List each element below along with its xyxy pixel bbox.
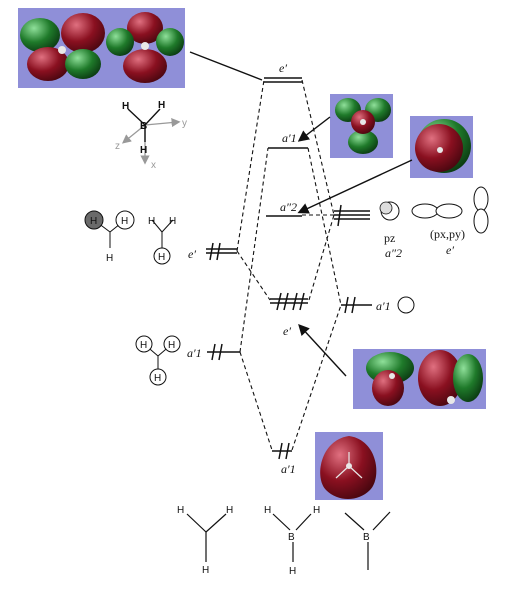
mo-levels xyxy=(264,77,308,460)
coordinate-axes: B H H H y z x xyxy=(115,100,187,171)
px-orbital-icon xyxy=(411,203,463,219)
left-fragment-levels xyxy=(206,242,240,361)
svg-text:H: H xyxy=(169,216,176,227)
left-label-e-prime: e′ xyxy=(188,247,196,261)
axis-label-x: x xyxy=(151,160,156,171)
svg-text:H: H xyxy=(264,505,271,516)
h3-salc-e-prime-1: H H H xyxy=(84,210,135,264)
svg-text:H: H xyxy=(158,100,165,111)
orbital-image-a1-prime-antibonding xyxy=(330,94,393,158)
svg-text:H: H xyxy=(289,566,296,577)
level-label-a2-double-prime: a″2 xyxy=(280,200,297,214)
axis-label-y: y xyxy=(182,118,187,129)
svg-text:H: H xyxy=(202,565,209,576)
svg-text:B: B xyxy=(140,121,147,132)
orbital-image-a1-prime-bonding xyxy=(315,432,383,500)
s-orbital-icon xyxy=(397,296,415,314)
svg-text:H: H xyxy=(226,505,233,516)
svg-text:H: H xyxy=(177,505,184,516)
h3-salc-a1-prime: H H H xyxy=(135,335,181,386)
right-label-e-prime: e′ xyxy=(446,243,454,257)
axis-label-z: z xyxy=(115,141,120,152)
pointer-arrows xyxy=(189,51,413,377)
svg-text:B: B xyxy=(288,532,295,543)
h3-salc-e-prime-2: H H H xyxy=(148,216,176,265)
right-fragment-levels xyxy=(334,204,372,314)
level-label-e-prime-top: e′ xyxy=(279,61,287,75)
level-label-a1-prime-bottom: a′1 xyxy=(281,462,296,476)
svg-text:H: H xyxy=(90,216,97,227)
svg-text:B: B xyxy=(363,532,370,543)
svg-text:H: H xyxy=(313,505,320,516)
level-label-e-prime-bonding: e′ xyxy=(283,324,291,338)
svg-text:H: H xyxy=(140,340,147,351)
structure-h3: H H H xyxy=(177,505,233,576)
structure-b: B xyxy=(344,511,391,570)
right-label-pxpy: (px,py) xyxy=(430,227,465,241)
mo-level-labels: e′ a′1 a″2 e′ a′1 xyxy=(279,61,297,476)
orbital-image-e-prime-bonding xyxy=(353,349,486,409)
correlation-lines xyxy=(236,79,342,451)
svg-text:H: H xyxy=(140,145,147,156)
level-label-a1-prime-upper: a′1 xyxy=(282,131,297,145)
orbital-image-a2-double-prime xyxy=(410,116,473,178)
svg-text:H: H xyxy=(148,216,155,227)
svg-text:H: H xyxy=(168,340,175,351)
right-label-pz: pz xyxy=(384,231,395,245)
orbital-image-e-prime-antibonding xyxy=(18,8,185,88)
svg-text:H: H xyxy=(106,253,113,264)
svg-text:H: H xyxy=(154,373,161,384)
right-label-a1-prime: a′1 xyxy=(376,299,391,313)
svg-text:H: H xyxy=(158,252,165,263)
svg-text:H: H xyxy=(121,216,128,227)
structure-bh3: B H H H xyxy=(264,505,320,577)
pz-orbital-icon xyxy=(379,201,400,221)
left-label-a1-prime: a′1 xyxy=(187,346,202,360)
svg-text:H: H xyxy=(122,101,129,112)
py-orbital-icon xyxy=(473,186,489,234)
right-label-a2-double-prime: a″2 xyxy=(385,246,402,260)
